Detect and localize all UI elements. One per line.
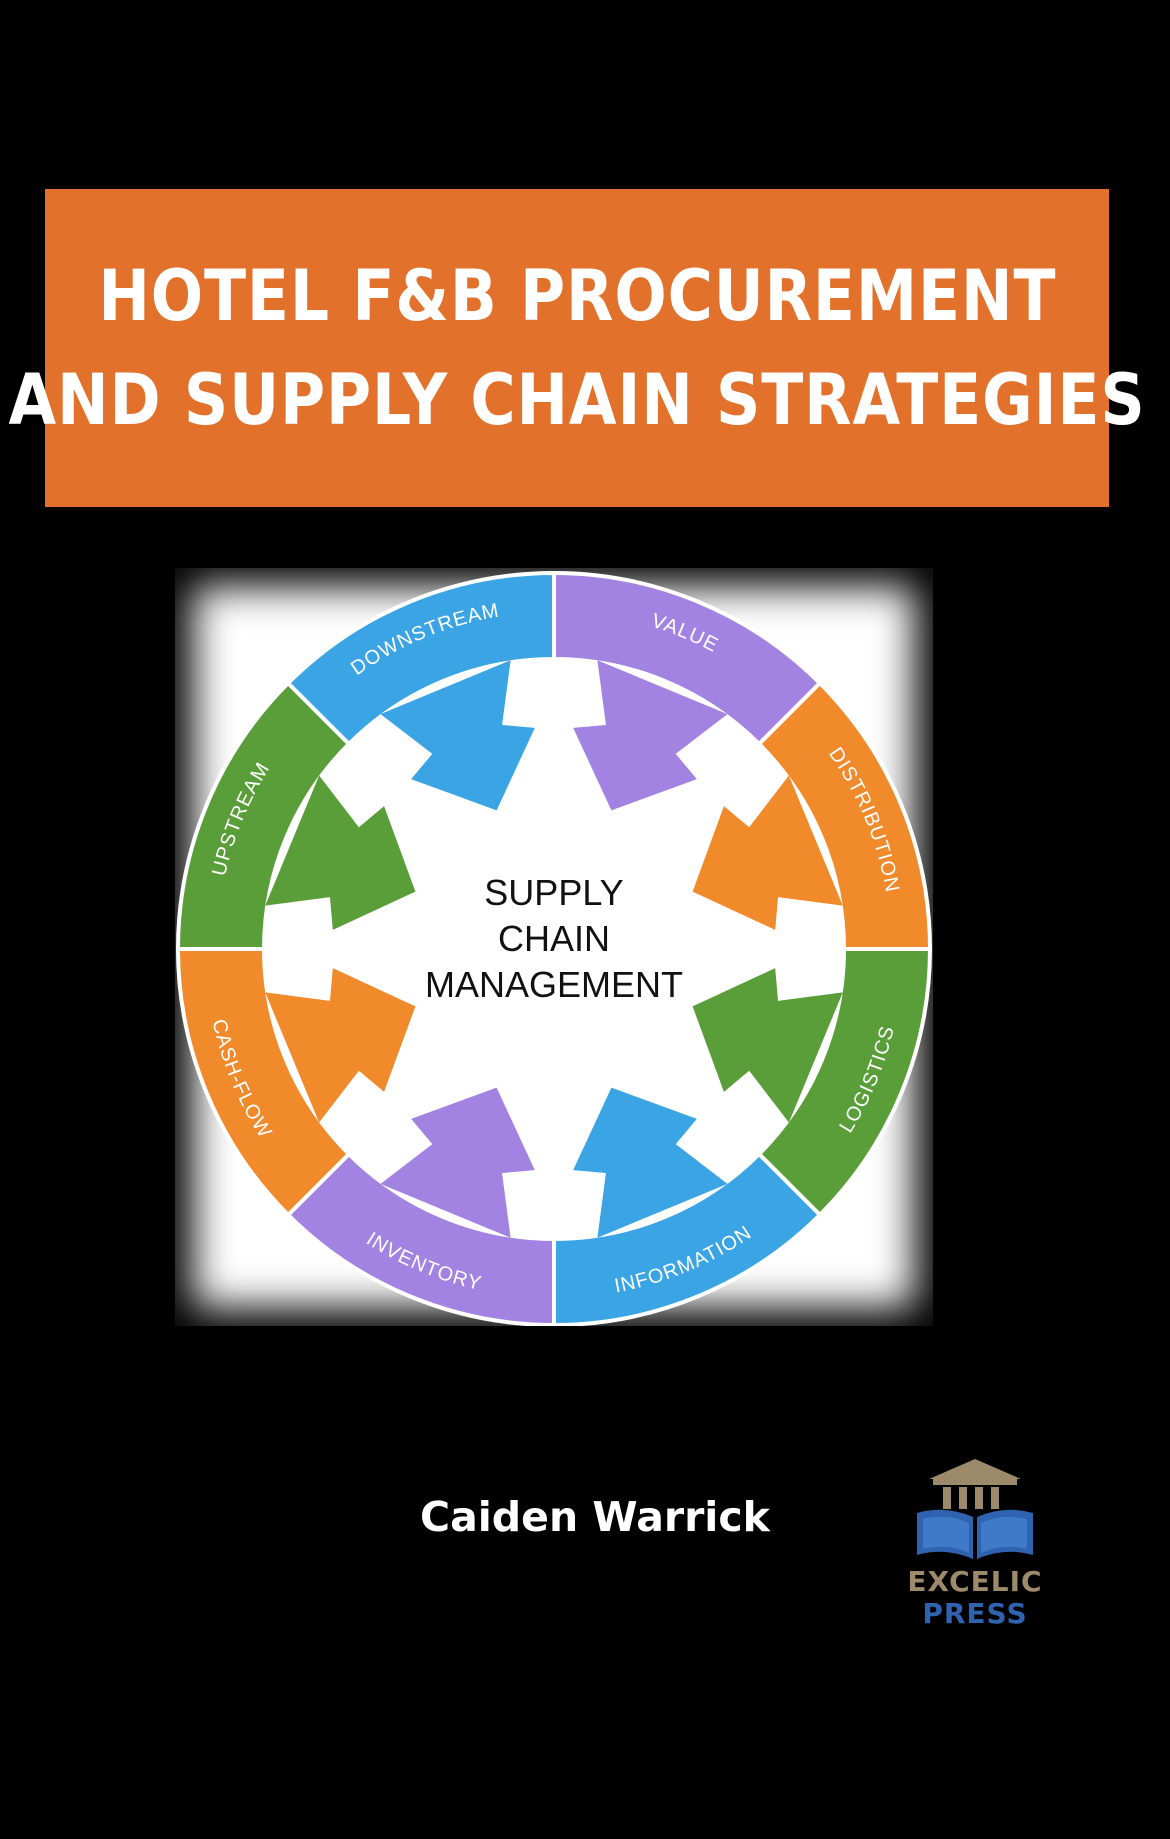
wheel-segment-information: INFORMATION	[552, 1087, 823, 1326]
publisher-name-line-1: EXCELIC	[907, 1565, 1043, 1598]
title-banner: HOTEL F&B PROCUREMENT AND SUPPLY CHAIN S…	[8, 189, 1145, 507]
book-title-line-1: HOTEL F&B PROCUREMENT	[97, 255, 1057, 337]
author-name: Caiden Warrick	[420, 1493, 770, 1541]
book-title-line-2: AND SUPPLY CHAIN STRATEGIES	[8, 359, 1146, 441]
wheel-segment-inventory: INVENTORY	[285, 1087, 556, 1326]
wheel-segment-distribution: DISTRIBUTION	[692, 680, 933, 951]
wheel-segment-value: VALUE	[552, 570, 823, 811]
publisher-name-line-2: PRESS	[922, 1597, 1028, 1630]
diagram-center-text-1: SUPPLY	[484, 872, 623, 913]
book-building-icon	[917, 1459, 1033, 1559]
diagram-center-text-3: MANAGEMENT	[425, 964, 683, 1005]
wheel-segment-upstream: UPSTREAM	[175, 680, 416, 951]
wheel-segment-cash-flow: CASH-FLOW	[175, 947, 416, 1218]
wheel-segment-logistics: LOGISTICS	[692, 947, 933, 1218]
diagram-center-text-2: CHAIN	[498, 918, 610, 959]
wheel-segment-downstream: DOWNSTREAM	[285, 570, 556, 811]
publisher-logo: EXCELIC PRESS	[895, 1455, 1055, 1635]
supply-chain-wheel: VALUEDISTRIBUTIONLOGISTICSINFORMATIONINV…	[175, 570, 933, 1326]
